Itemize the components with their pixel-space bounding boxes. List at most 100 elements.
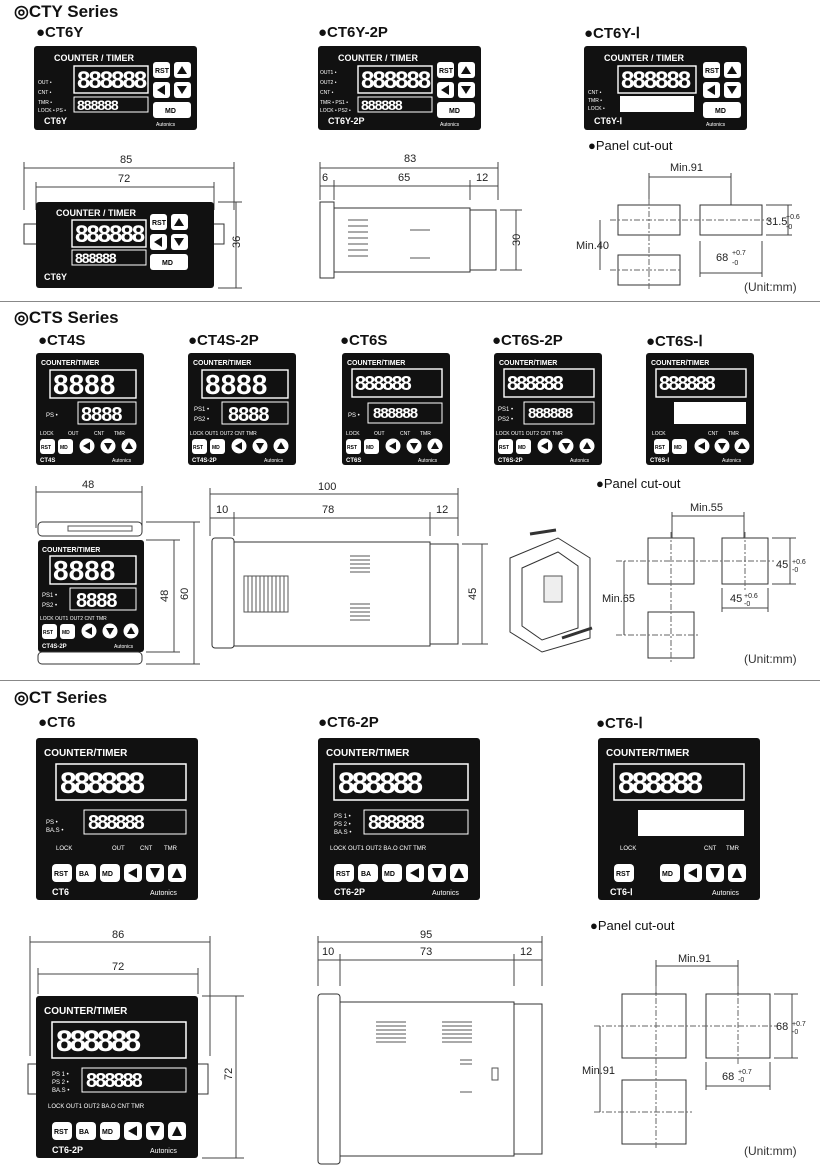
svg-text:888888: 888888	[56, 1025, 140, 1058]
svg-text:CT6Y: CT6Y	[44, 272, 67, 282]
svg-text:6: 6	[322, 172, 328, 184]
cts-series-title: ◎CTS Series	[14, 308, 119, 327]
svg-text:COUNTER/TIMER: COUNTER/TIMER	[193, 360, 251, 367]
svg-text:LOCK • PS2 •: LOCK • PS2 •	[320, 108, 351, 114]
svg-text:10: 10	[216, 504, 228, 516]
svg-text:888888: 888888	[659, 373, 716, 395]
cts-panel-cutout-drawing: Min.55 Min.65 45 +0.6 -0 45 +0.6 -0	[602, 502, 806, 664]
svg-text:68: 68	[776, 1021, 788, 1033]
svg-text:LOCK: LOCK	[346, 431, 360, 437]
cts-front-dimension-drawing: 48 COUNTER/TIMER 8888 8888 PS1 •PS2 • LO…	[35, 479, 200, 665]
svg-text:TMR •: TMR •	[38, 100, 52, 106]
model-ct6s-title: ●CT6S	[340, 332, 388, 349]
svg-text:Autonics: Autonics	[706, 122, 726, 128]
svg-text:RST: RST	[155, 68, 170, 75]
svg-text:OUT: OUT	[68, 431, 79, 437]
svg-text:RST: RST	[616, 871, 631, 878]
svg-text:-0: -0	[792, 1029, 798, 1036]
svg-text:Min.40: Min.40	[576, 240, 609, 252]
svg-text:PS2 •: PS2 •	[42, 603, 57, 609]
svg-text:Autonics: Autonics	[722, 458, 742, 464]
svg-text:888888: 888888	[77, 97, 119, 113]
svg-text:CT6S-Ⅰ: CT6S-Ⅰ	[650, 457, 669, 464]
svg-text:RST: RST	[499, 445, 509, 451]
svg-text:LOCK OUT1 OUT2 CNT TMR: LOCK OUT1 OUT2 CNT TMR	[496, 431, 563, 437]
svg-text:888888: 888888	[621, 67, 691, 94]
svg-text:CNT •: CNT •	[320, 90, 334, 96]
svg-text:LOCK • PS •: LOCK • PS •	[38, 108, 66, 114]
svg-text:PS 1 •: PS 1 •	[52, 1072, 69, 1078]
model-ct6s-2p-title: ●CT6S-2P	[492, 332, 563, 349]
svg-text:PS •: PS •	[46, 413, 58, 419]
svg-text:-0: -0	[738, 1077, 744, 1084]
svg-text:RST: RST	[655, 445, 665, 451]
svg-text:Autonics: Autonics	[114, 644, 134, 650]
cty-series-title: ◎CTY Series	[14, 2, 119, 21]
ct6-2p-front-panel: COUNTER/TIMER 888888 888888 PS 1 •PS 2 •…	[318, 738, 480, 900]
svg-text:8888: 8888	[205, 369, 267, 400]
svg-text:CT6S: CT6S	[346, 458, 361, 464]
svg-text:Autonics: Autonics	[264, 458, 284, 464]
model-ct4s-title: ●CT4S	[38, 332, 86, 349]
svg-text:BA: BA	[79, 1129, 89, 1136]
svg-text:72: 72	[118, 173, 130, 185]
svg-text:RST: RST	[54, 1129, 69, 1136]
svg-text:TMR: TMR	[726, 846, 740, 852]
svg-text:BA: BA	[361, 871, 371, 878]
svg-text:Autonics: Autonics	[432, 890, 459, 897]
svg-text:BA: BA	[79, 871, 89, 878]
cty-panel-cutout-label: ●Panel cut-out	[588, 138, 673, 153]
svg-text:95: 95	[420, 929, 432, 941]
svg-text:LOCK OUT1 OUT2 CNT TMR: LOCK OUT1 OUT2 CNT TMR	[40, 616, 107, 622]
svg-text:Autonics: Autonics	[440, 122, 460, 128]
svg-text:MD: MD	[165, 108, 176, 115]
svg-text:MD: MD	[102, 871, 113, 878]
svg-text:8888: 8888	[81, 404, 122, 426]
ct6y-front-panel: COUNTER / TIMER 888888 888888 OUT • CNT …	[34, 46, 197, 130]
svg-text:OUT: OUT	[374, 431, 385, 437]
svg-text:LOCK OUT1 OUT2 BA.O CNT: LOCK OUT1 OUT2 BA.O CNT TMR	[48, 1104, 145, 1110]
svg-text:8888: 8888	[53, 555, 115, 586]
svg-text:COUNTER/TIMER: COUNTER/TIMER	[41, 360, 99, 367]
svg-text:CT6Y: CT6Y	[44, 116, 67, 126]
svg-text:PS1 •: PS1 •	[498, 407, 513, 413]
svg-text:45: 45	[467, 588, 479, 600]
svg-text:CNT: CNT	[400, 431, 410, 437]
svg-text:73: 73	[420, 946, 432, 958]
svg-text:CT6S-2P: CT6S-2P	[498, 458, 523, 464]
model-ct6y-2p-title: ●CT6Y-2P	[318, 24, 388, 41]
svg-text:LOCK •: LOCK •	[588, 106, 605, 112]
svg-text:CT6Y-Ⅰ: CT6Y-Ⅰ	[594, 116, 622, 126]
svg-text:+0.7: +0.7	[732, 250, 746, 257]
svg-text:12: 12	[520, 946, 532, 958]
svg-text:OUT1 •: OUT1 •	[320, 70, 337, 76]
svg-text:COUNTER/TIMER: COUNTER/TIMER	[347, 360, 405, 367]
svg-text:888888: 888888	[368, 812, 425, 834]
svg-text:72: 72	[223, 1068, 235, 1080]
svg-text:COUNTER / TIMER: COUNTER / TIMER	[338, 53, 418, 63]
ct-panel-cutout-label: ●Panel cut-out	[590, 918, 675, 933]
svg-text:Min.91: Min.91	[582, 1065, 615, 1077]
svg-text:68: 68	[716, 252, 728, 264]
svg-text:60: 60	[179, 588, 191, 600]
svg-text:-0: -0	[744, 601, 750, 608]
svg-text:888888: 888888	[528, 405, 573, 422]
svg-text:LOCK: LOCK	[620, 846, 636, 852]
svg-text:888888: 888888	[60, 767, 144, 800]
ct6-front-panel: COUNTER/TIMER 888888 888888 PS •BA.S • L…	[36, 738, 198, 900]
svg-text:MD: MD	[60, 445, 68, 451]
svg-text:TMR • PS1 •: TMR • PS1 •	[320, 100, 348, 106]
svg-text:TMR: TMR	[114, 431, 125, 437]
svg-text:65: 65	[398, 172, 410, 184]
svg-text:COUNTER/TIMER: COUNTER/TIMER	[44, 1006, 128, 1017]
svg-text:LOCK: LOCK	[652, 431, 666, 437]
svg-text:+0.7: +0.7	[738, 1069, 752, 1076]
model-ct6-2p-title: ●CT6-2P	[318, 714, 379, 731]
svg-text:PS1 •: PS1 •	[194, 407, 209, 413]
svg-text:TMR: TMR	[164, 846, 178, 852]
cts-side-dimension-drawing: 100 10 78 12 45	[209, 481, 488, 649]
ct-unit-label: (Unit:mm)	[744, 1144, 797, 1158]
svg-text:36: 36	[231, 236, 243, 248]
cty-front-dimension-drawing: 85 72 COUNTER / TIMER 888888 888888 RST …	[23, 154, 243, 289]
